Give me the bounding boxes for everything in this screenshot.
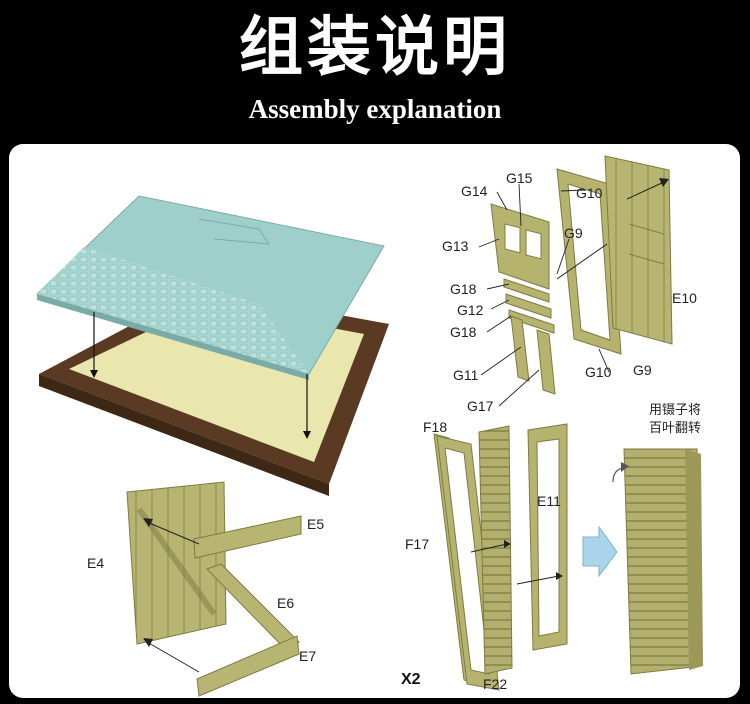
label-g14: G14 bbox=[461, 183, 488, 199]
part-e6 bbox=[206, 563, 300, 650]
label-g18-b: G18 bbox=[450, 324, 477, 340]
label-g9-bottom: G9 bbox=[633, 362, 652, 378]
part-g11 bbox=[510, 315, 530, 382]
part-g17 bbox=[536, 329, 556, 395]
part-g12 bbox=[505, 293, 552, 319]
label-e6: E6 bbox=[277, 595, 294, 611]
wall-assembly: E5 E4 E6 E7 bbox=[87, 481, 324, 697]
label-e5: E5 bbox=[307, 516, 324, 532]
page-subtitle: Assembly explanation bbox=[248, 94, 502, 124]
label-e4: E4 bbox=[87, 555, 104, 571]
label-g18-a: G18 bbox=[450, 281, 477, 297]
page-title: 组装说明 bbox=[239, 11, 511, 85]
label-g15: G15 bbox=[506, 170, 533, 186]
label-g9-mid: G9 bbox=[564, 225, 583, 241]
part-e10 bbox=[604, 155, 673, 345]
tweezer-note-line1: 用镊子将 bbox=[649, 403, 701, 418]
label-g10-top: G10 bbox=[576, 185, 603, 201]
part-g18-b bbox=[508, 309, 555, 334]
part-e5 bbox=[193, 515, 302, 559]
part-e7 bbox=[196, 635, 300, 697]
multiplier-x2: X2 bbox=[401, 671, 421, 688]
base-frame-side bbox=[39, 374, 329, 496]
label-e10: E10 bbox=[672, 290, 697, 306]
tile-top-edge bbox=[37, 294, 309, 380]
next-step-arrow-icon bbox=[582, 525, 618, 578]
label-g17: G17 bbox=[467, 398, 494, 414]
tile-top bbox=[36, 195, 385, 375]
label-g13: G13 bbox=[442, 238, 469, 254]
part-g18-a bbox=[503, 278, 550, 303]
cobblestone-area bbox=[37, 247, 309, 374]
label-g10-bottom: G10 bbox=[585, 364, 612, 380]
label-e11: E11 bbox=[537, 493, 561, 509]
label-f22: F22 bbox=[483, 676, 507, 692]
label-g12: G12 bbox=[457, 302, 484, 318]
label-f17: F17 bbox=[405, 536, 429, 552]
instruction-panel: G14 G15 G10 G13 G9 G18 G12 G18 E10 G11 G… bbox=[9, 144, 740, 698]
label-e7: E7 bbox=[299, 648, 316, 664]
base-assembly bbox=[36, 195, 389, 496]
label-g11: G11 bbox=[453, 367, 479, 383]
part-f22-slats bbox=[478, 425, 513, 675]
door-assembly: G14 G15 G10 G13 G9 G18 G12 G18 E10 G11 G… bbox=[442, 155, 697, 414]
shutter-assembly: F18 E11 F17 F22 X2 用镊子将 百叶翻转 bbox=[401, 403, 703, 692]
tweezer-note-line2: 百叶翻转 bbox=[649, 421, 701, 436]
assembly-diagram: G14 G15 G10 G13 G9 G18 G12 G18 E10 G11 G… bbox=[36, 155, 703, 697]
label-f18: F18 bbox=[423, 419, 447, 435]
